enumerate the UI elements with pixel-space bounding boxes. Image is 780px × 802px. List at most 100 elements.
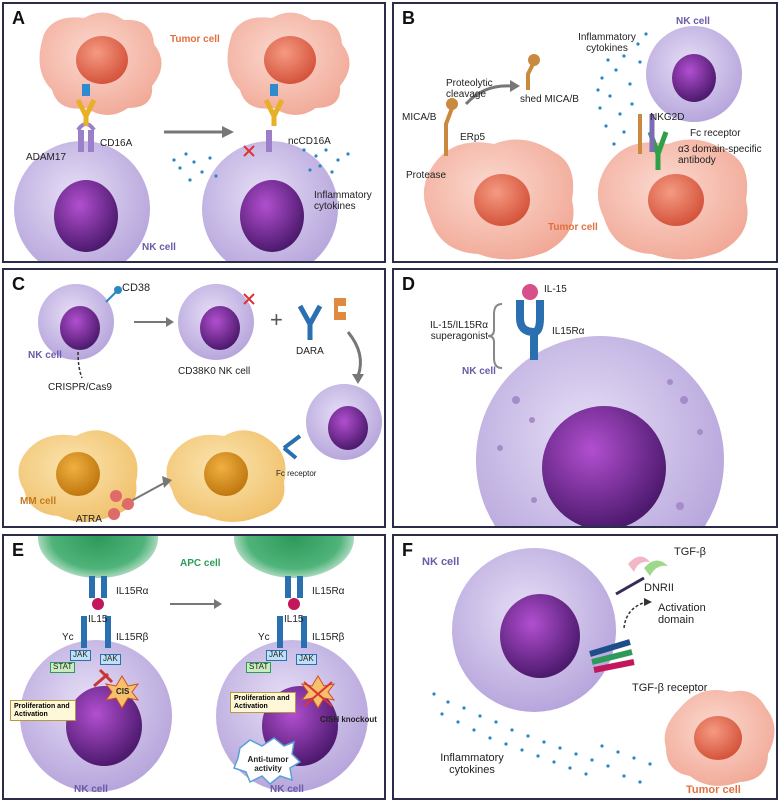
- cd38-icon: [114, 286, 122, 294]
- il15-label-left: IL15: [88, 614, 108, 625]
- jak-label-right-2: JAK: [296, 654, 317, 665]
- bound-antibody: [282, 434, 302, 460]
- adam17-label: ADAM17: [26, 152, 67, 163]
- cis-label: CIS: [116, 687, 130, 696]
- fc-receptor-label: Fc receptor: [690, 128, 741, 139]
- panel-d-letter: D: [402, 274, 415, 294]
- nk-cell-label: NK cell: [28, 350, 62, 361]
- panel-d-illustration: [476, 284, 724, 526]
- panel-f: F NK cell TGF-β DNRII Activation domain …: [392, 534, 778, 800]
- yc-label-right: Yc: [258, 632, 270, 643]
- proliferation-box-right: Proliferation and Activation: [230, 692, 296, 714]
- il15ra-label: IL15Rα: [552, 326, 585, 337]
- panel-a-illustration: [14, 12, 350, 261]
- antibody-left: [75, 98, 97, 126]
- nk-nucleus-right: [240, 180, 304, 252]
- tumor-nucleus-right: [264, 36, 316, 84]
- nk-cell-label: NK cell: [676, 16, 710, 27]
- erp5-label: ERp5: [460, 132, 486, 143]
- nkg2d-label: NKG2D: [650, 112, 685, 123]
- fc-receptor-label: Fc receptor: [276, 469, 317, 478]
- tgfb-receptor-label: TGF-β receptor: [632, 682, 708, 694]
- il15rb-label-left: IL15Rβ: [116, 632, 149, 643]
- protease-label: Protease: [406, 170, 447, 181]
- il15-icon: [522, 284, 538, 300]
- atra-label: ATRA: [76, 514, 102, 525]
- dnrii-label: DNRII: [644, 582, 674, 594]
- superagonist-label: IL-15/IL15Rα superagonist: [429, 320, 488, 342]
- inflammatory-label: Inflammatory cytokines: [314, 190, 372, 212]
- apc-cell-label: APC cell: [180, 558, 221, 569]
- activation-domain-label: Activation domain: [658, 602, 706, 627]
- tumor-nucleus-left: [76, 36, 128, 84]
- dara-drug-icon: [334, 298, 346, 320]
- panel-a-letter: A: [12, 8, 25, 28]
- nk-cell-label: NK cell: [422, 556, 460, 568]
- proteolytic-label: Proteolytic cleavage: [446, 78, 493, 100]
- panel-c: C CD38 NK cell CRISPR/Cas9 CD38K0 NK cel…: [2, 268, 386, 528]
- dnrii-receptor: [615, 576, 645, 596]
- inflammatory-label: Inflammatory cytokines: [578, 32, 636, 54]
- atra-molecules: [108, 490, 134, 520]
- panel-b: B NK cell Inflammatory cytokines Proteol…: [392, 2, 778, 263]
- apc-cell-right: [234, 536, 354, 578]
- cytokine-dots: [432, 692, 652, 784]
- cytokine-dots: [172, 148, 350, 182]
- apc-cell-left: [38, 536, 158, 578]
- cd38-label: CD38: [122, 282, 151, 294]
- cleavage-arrow: [464, 84, 513, 106]
- tumor-cell-label: Tumor cell: [548, 222, 598, 233]
- il15ra-label-left: IL15Rα: [116, 586, 149, 597]
- cis-icon: [104, 675, 140, 709]
- plus-sign: +: [270, 307, 283, 332]
- stat-label-left: STAT: [50, 662, 76, 673]
- anti-tumor-burst: [233, 737, 302, 786]
- panel-c-illustration: [18, 284, 382, 522]
- jak-label-left-2: JAK: [100, 654, 121, 665]
- panel-c-letter: C: [12, 274, 25, 294]
- anti-tumor-label: Anti-tumor activity: [247, 755, 289, 773]
- cleavage-x: [243, 145, 255, 157]
- cish-knockout-label: CISH knockout: [320, 715, 377, 724]
- il15-label-right: IL15: [284, 614, 304, 625]
- tumor-cell-label: Tumor cell: [170, 34, 220, 45]
- panel-a: A Tumor cell CD16A ADAM17 ncCD16A Inflam…: [2, 2, 386, 263]
- il15-label: IL-15: [544, 284, 567, 295]
- activation-arrow: [623, 601, 647, 629]
- dara-label: DARA: [296, 346, 324, 357]
- antibody-label: α3 domain-specific antibody: [678, 144, 762, 166]
- dara-antibody: [297, 304, 323, 340]
- il15-receptor: [516, 300, 538, 360]
- il15ra-label-right: IL15Rα: [312, 586, 345, 597]
- inflammatory-label: Inflammatory cytokines: [440, 752, 504, 777]
- mica-label: MICA/B: [402, 112, 437, 123]
- nk-cell-label-right: NK cell: [270, 784, 304, 795]
- panel-e-letter: E: [12, 540, 25, 560]
- shed-mica-label: shed MICA/B: [520, 94, 579, 105]
- nk-cell-label-left: NK cell: [74, 784, 108, 795]
- tgfb-label: TGF-β: [674, 546, 706, 558]
- mica-receptors: [444, 61, 536, 156]
- nk-nucleus-left: [54, 180, 118, 252]
- stat-label-right: STAT: [246, 662, 272, 673]
- nk-cell-label: NK cell: [462, 366, 496, 377]
- yc-label-left: Yc: [62, 632, 74, 643]
- jak-label-right-1: JAK: [266, 650, 287, 661]
- nccd16a-label: ncCD16A: [288, 136, 331, 147]
- panel-f-letter: F: [402, 540, 413, 560]
- jak-label-left-1: JAK: [70, 650, 91, 661]
- panel-b-letter: B: [402, 8, 415, 28]
- panel-d: D IL-15 IL-15/IL15Rα superagonist IL15Rα…: [392, 268, 778, 528]
- proliferation-box-left: Proliferation and Activation: [10, 700, 76, 722]
- cd38ko-label: CD38K0 NK cell: [178, 366, 251, 377]
- panel-b-illustration: [423, 26, 748, 260]
- tumor-cell-label: Tumor cell: [686, 784, 741, 796]
- nk-cell-label: NK cell: [142, 242, 176, 253]
- tgfb-ligand: [644, 560, 668, 576]
- dara-arrow: [346, 331, 362, 377]
- tgfb-receptor: [589, 639, 635, 673]
- antigen-left: [82, 84, 90, 96]
- cd16a-label: CD16A: [100, 138, 133, 149]
- panel-f-illustration: [432, 548, 775, 786]
- cytokine-dots: [596, 32, 648, 146]
